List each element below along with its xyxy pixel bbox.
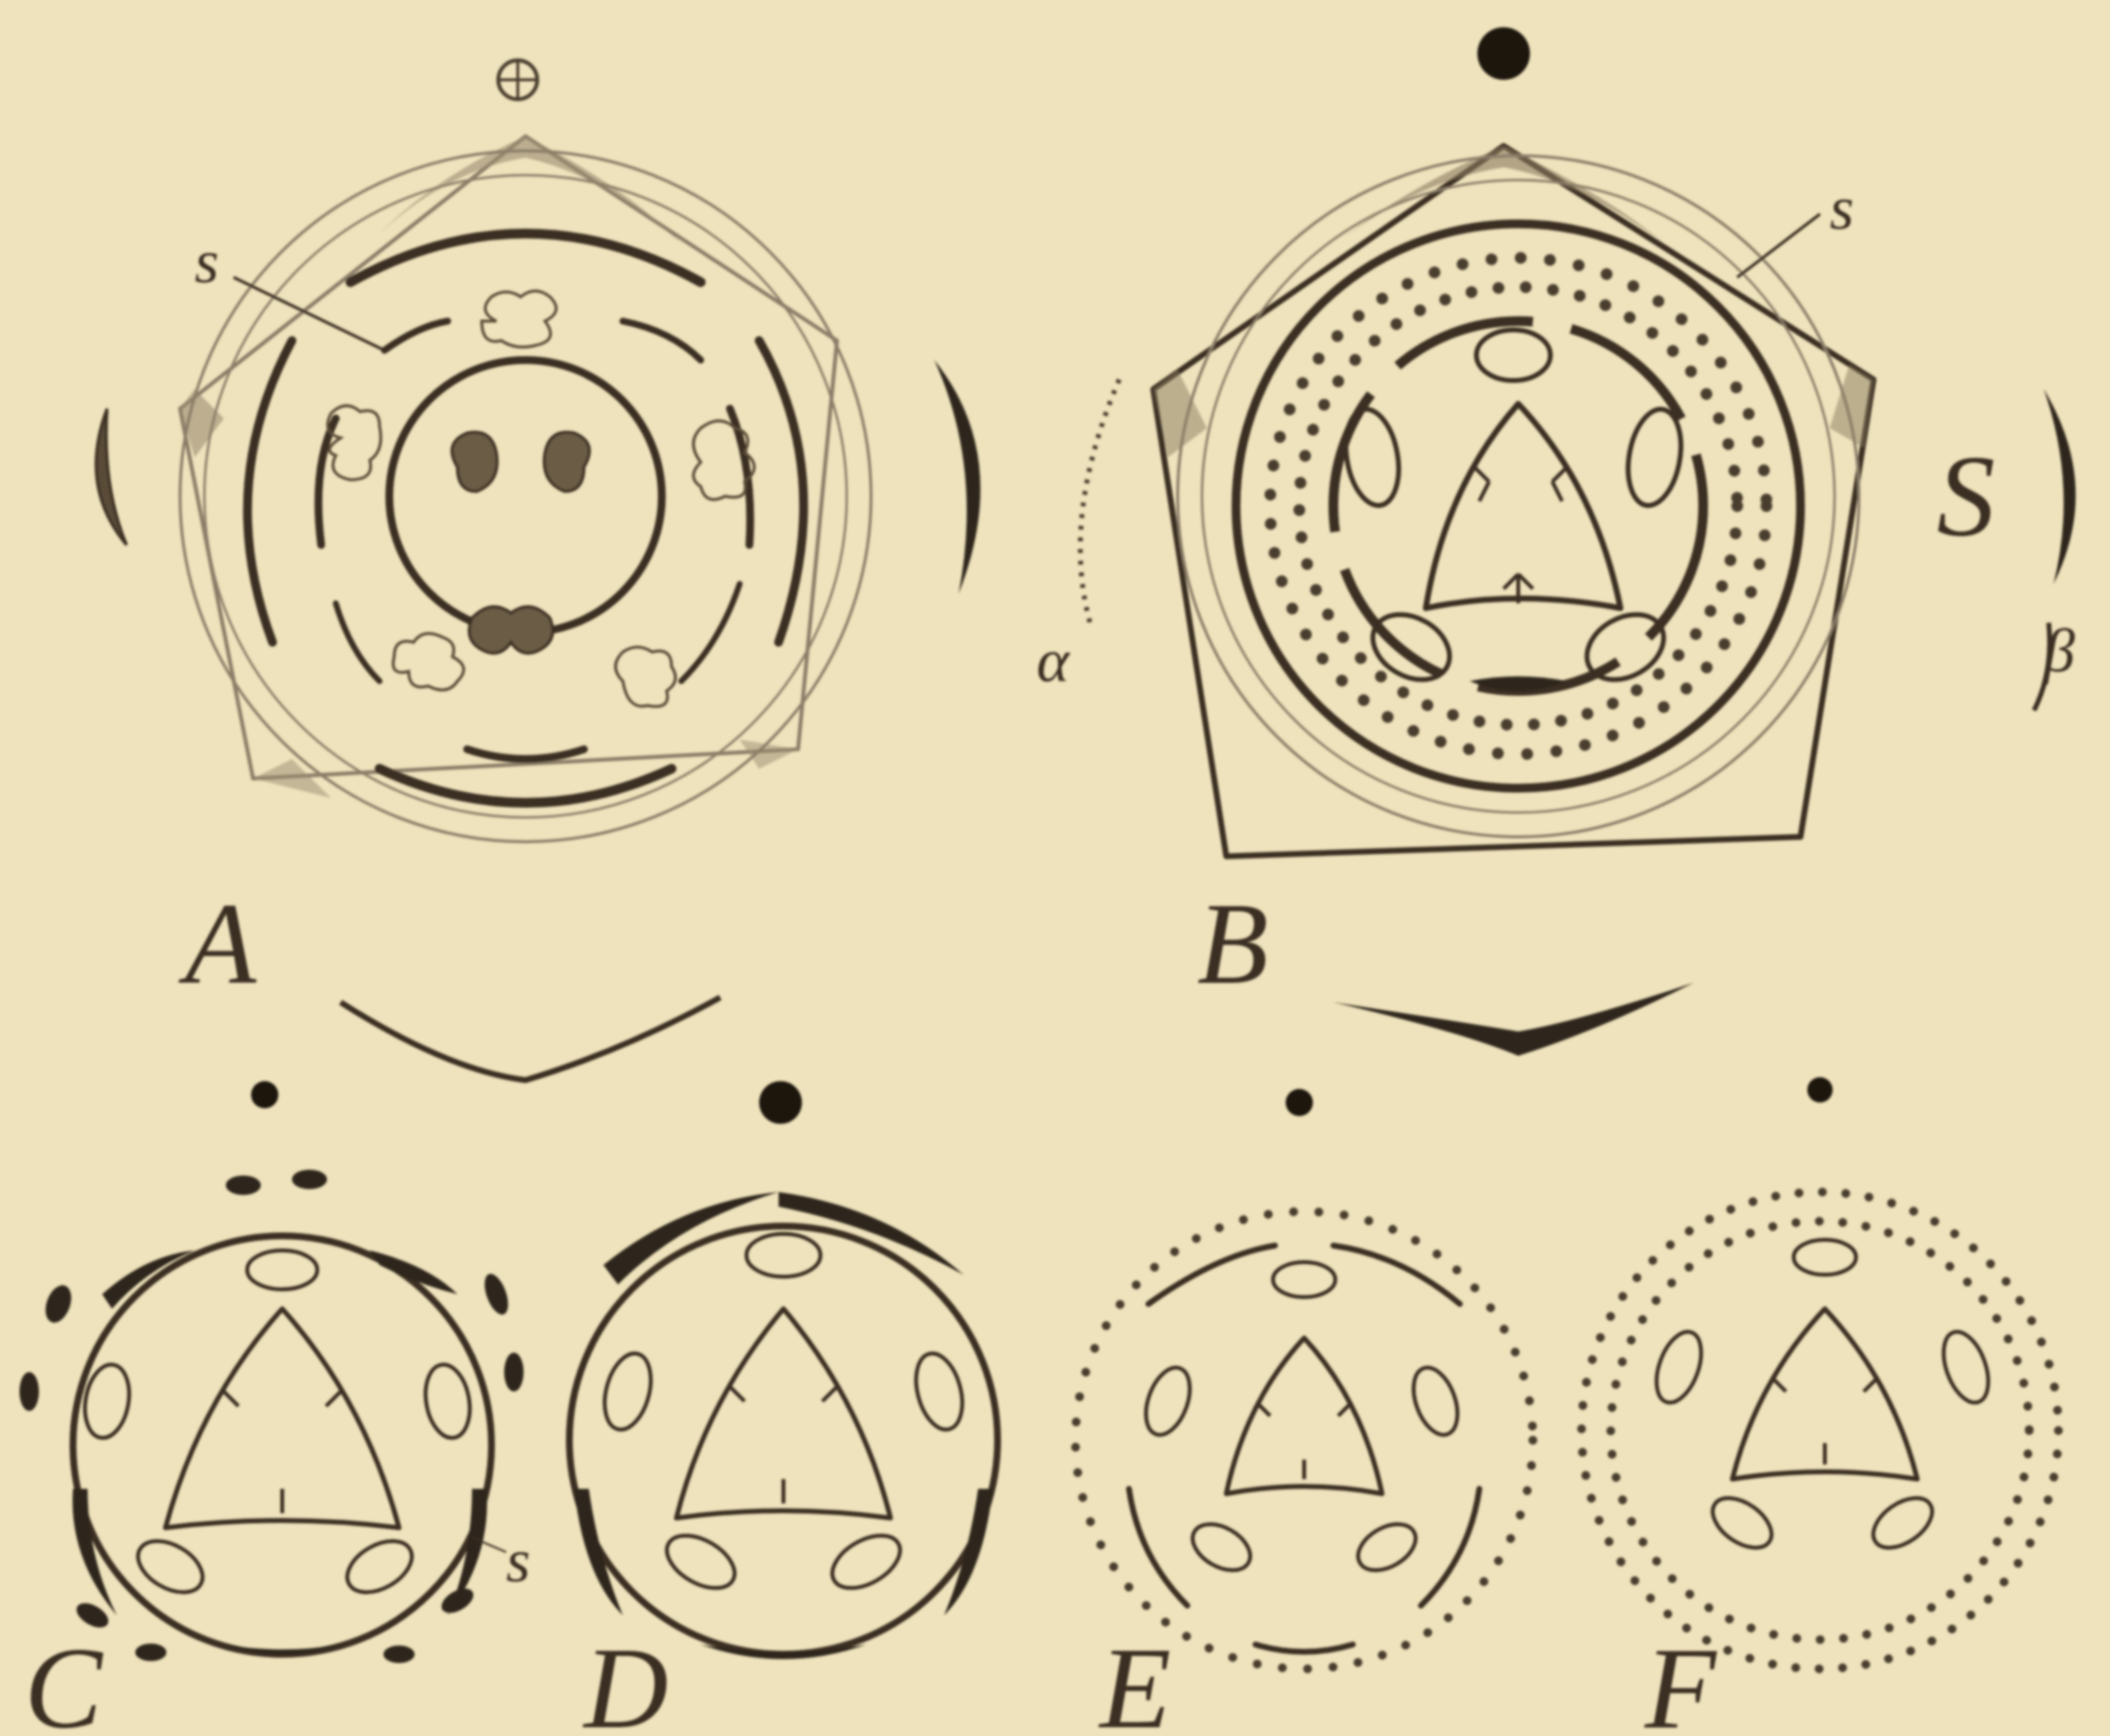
stamens-e (1138, 1262, 1466, 1579)
ovary-e (1226, 1338, 1382, 1494)
axis-dot-d (759, 1081, 802, 1124)
panel-label-d: D (582, 1623, 669, 1736)
label-s-c: s (506, 1526, 530, 1595)
ovary-f (1732, 1309, 1917, 1479)
axis-dot-e (1286, 1089, 1313, 1116)
axis-dot-b (1477, 27, 1530, 80)
sepal-ring-a (247, 234, 803, 803)
dotted-ring-f-outer (1582, 1192, 2058, 1669)
label-beta: β (2042, 616, 2075, 685)
panel-label-f: F (1644, 1623, 1718, 1736)
stamens-f (1648, 1240, 1997, 1558)
label-s-b: s (1830, 173, 1854, 242)
dotted-ring-f-inner (1611, 1221, 2029, 1640)
outer-dashes-c (19, 1170, 524, 1663)
diagram-a: s A (96, 60, 981, 1080)
panel-label-b: B (1197, 879, 1268, 1008)
diagram-d: D (569, 1081, 998, 1736)
bracteole-beta (2044, 389, 2076, 584)
panel-label-c: C (24, 1623, 104, 1736)
stamens-d (597, 1234, 969, 1599)
axis-dot-f (1807, 1077, 1833, 1103)
diagram-c: s C (19, 1081, 530, 1736)
axis-dot-c (251, 1081, 278, 1108)
carpels-a (452, 432, 589, 653)
diagram-f: F (1582, 1077, 2058, 1736)
diagram-e: E (1075, 1089, 1533, 1736)
dotted-ring-e (1075, 1212, 1533, 1669)
panel-label-a: A (178, 879, 257, 1008)
bracteole-alpha (1080, 380, 1119, 623)
stamens-c (80, 1250, 476, 1603)
axis-marker-a (498, 60, 537, 99)
lateral-bract-left-a (96, 409, 127, 545)
label-S-b: S (1937, 431, 1995, 561)
label-s-a: s (195, 227, 219, 296)
petal-ring-a (318, 321, 750, 759)
bottom-bract-a (341, 997, 720, 1080)
ovary-d (676, 1309, 891, 1518)
bottom-bract-b (1333, 983, 1693, 1056)
lateral-bract-right-a (934, 360, 980, 594)
panel-label-e: E (1098, 1623, 1171, 1736)
dotted-ring-b-inner (1299, 287, 1737, 725)
ovary-c (165, 1309, 399, 1528)
diagram-b: s S α β B (1037, 27, 2076, 1056)
ovary-b (1426, 404, 1620, 608)
label-alpha: α (1037, 626, 1071, 695)
